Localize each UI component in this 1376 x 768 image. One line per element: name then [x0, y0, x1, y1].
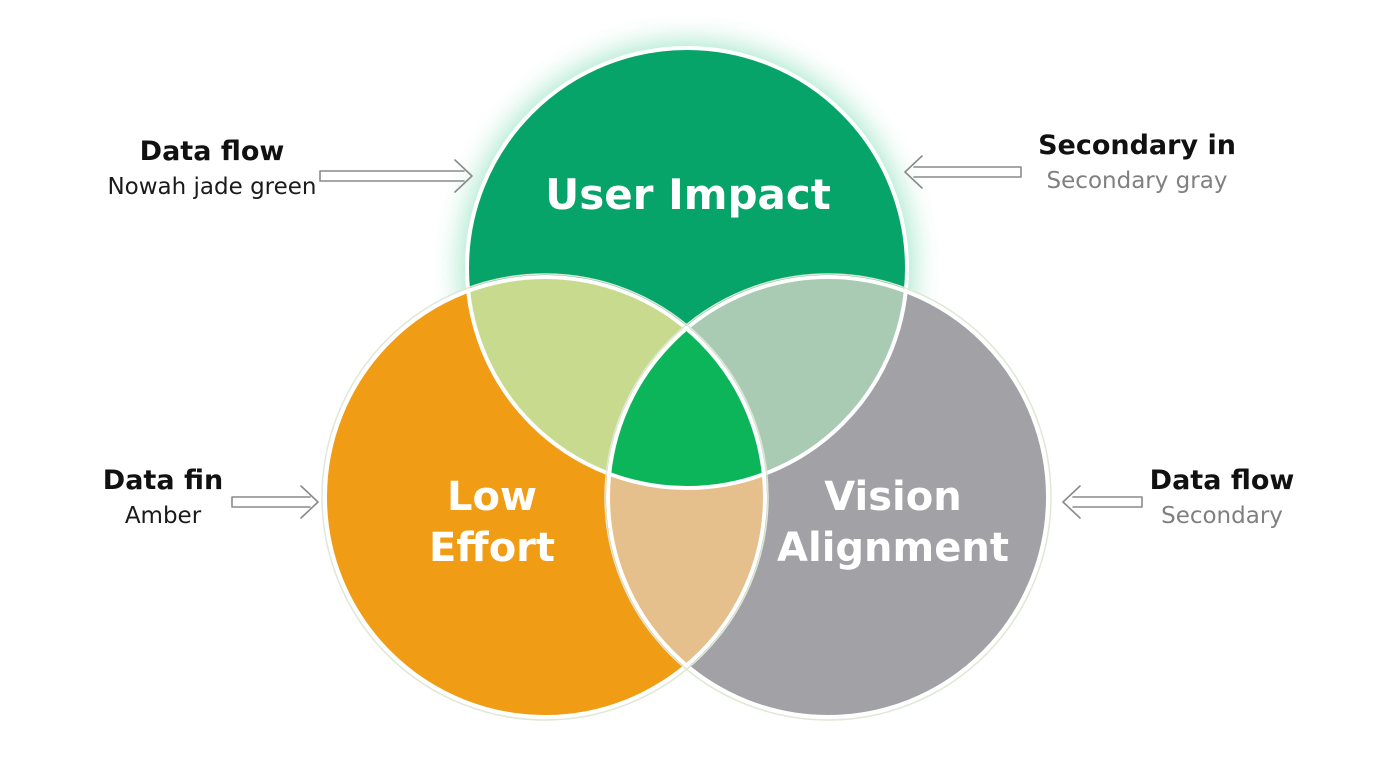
callout-top-right: Secondary in Secondary gray: [1000, 128, 1274, 198]
low-effort-label-line1: Low: [447, 474, 537, 520]
callout-bottom-left: Data fin Amber: [78, 463, 248, 533]
arrow-right-icon: [319, 159, 473, 193]
overlap-center: [608, 277, 765, 488]
user-impact-outline: [465, 46, 909, 490]
vision-alignment-halo: [604, 273, 1052, 721]
callout-subtitle: Amber: [124, 503, 202, 529]
callout-subtitle: Secondary: [1161, 503, 1283, 529]
callout-title: Data flow: [1149, 465, 1295, 496]
callout-bottom-right: Data flow Secondary: [1130, 463, 1314, 533]
low-effort-label-line2: Effort: [429, 525, 555, 571]
arrow-left-icon: [1062, 485, 1143, 519]
callout-title: Data fin: [102, 465, 224, 496]
user-impact-label: User Impact: [545, 170, 831, 219]
vision-alignment-label-line2: Alignment: [777, 525, 1009, 571]
vision-alignment-outline: [606, 275, 1050, 719]
arrow-right-icon: [231, 485, 319, 519]
callout-title: Secondary in: [1038, 130, 1236, 161]
callout-top-left: Data flow Nowah jade green: [72, 134, 352, 204]
low-effort-outline: [323, 275, 767, 719]
arrow-left-icon: [904, 155, 1022, 189]
vision-alignment-label-line1: Vision: [824, 474, 961, 520]
callout-subtitle: Secondary gray: [1046, 168, 1228, 194]
low-effort-halo: [321, 273, 769, 721]
callout-title: Data flow: [139, 136, 285, 167]
callout-subtitle: Nowah jade green: [107, 174, 317, 200]
